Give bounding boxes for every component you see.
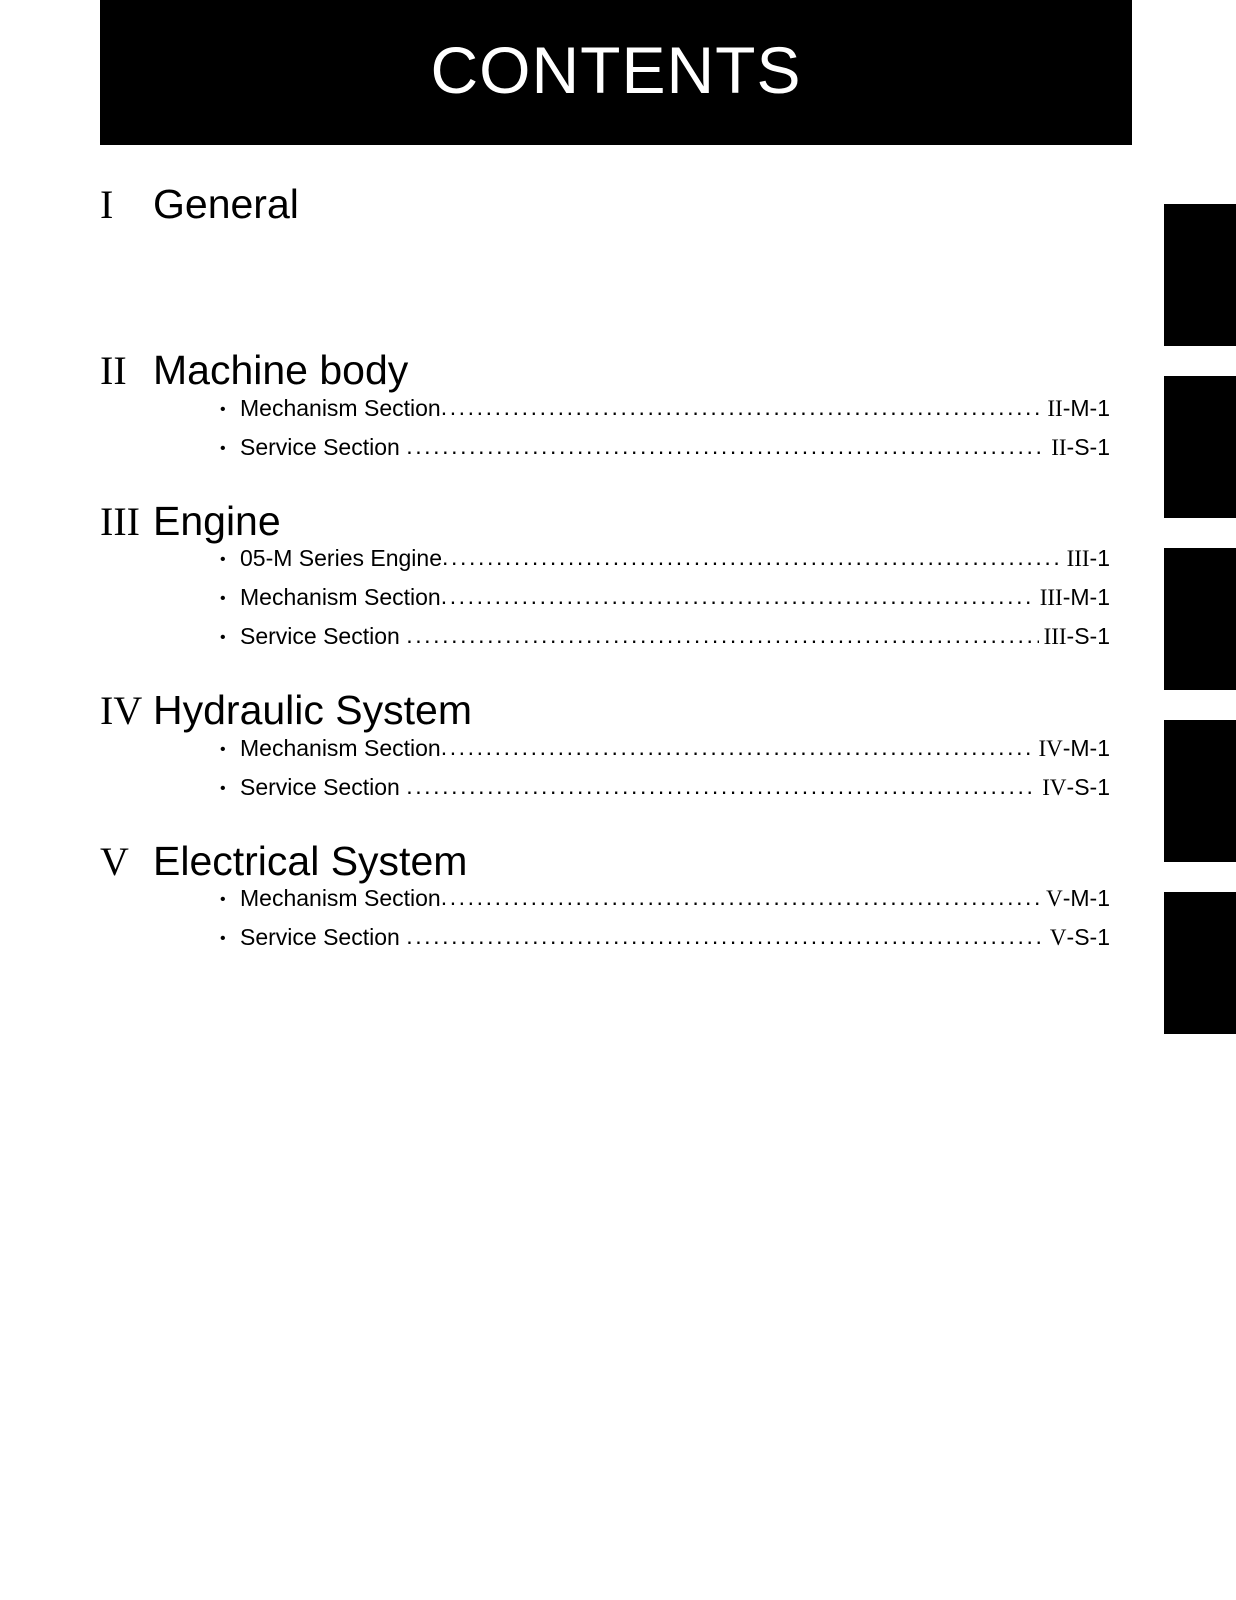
section-title: Electrical System <box>153 837 468 884</box>
section-heading-machine-body[interactable]: II Machine body <box>100 346 1110 394</box>
page-ref-suffix: -S-1 <box>1066 773 1110 800</box>
toc-entry-page-ref: V-S-1 <box>1045 923 1110 950</box>
page-ref-roman: III <box>1043 624 1067 650</box>
bullet-icon: • <box>220 439 226 457</box>
bullet-icon: • <box>220 740 226 758</box>
edge-tab-machine-body[interactable] <box>1164 376 1236 518</box>
page-ref-roman: III <box>1066 546 1090 572</box>
dot-leader: ........................................… <box>440 585 1035 609</box>
toc-entry[interactable]: • Mechanism Section......................… <box>100 394 1110 436</box>
section-title: Machine body <box>153 347 409 394</box>
toc-section-machine-body: II Machine body • Mechanism Section........… <box>100 346 1110 474</box>
toc-entry[interactable]: • 05-M Series Engine.....................… <box>100 545 1110 586</box>
bullet-icon: • <box>220 890 226 908</box>
page-ref-roman: IV <box>1038 735 1063 761</box>
toc-entry-page-ref: IV-M-1 <box>1033 734 1110 761</box>
toc-entry[interactable]: • Service Section .......................… <box>100 433 1110 475</box>
page-ref-roman: III <box>1039 585 1063 611</box>
toc-entry-page-ref: II-S-1 <box>1046 433 1110 460</box>
section-heading-engine[interactable]: III Engine <box>100 497 1110 545</box>
bullet-icon: • <box>220 590 226 608</box>
edge-tab-general[interactable] <box>1164 204 1236 346</box>
toc-entry[interactable]: • Mechanism Section......................… <box>100 734 1110 776</box>
toc-entry[interactable]: • Mechanism Section......................… <box>100 884 1110 926</box>
toc-entry[interactable]: • Service Section .......................… <box>100 773 1110 815</box>
page-ref-roman: II <box>1047 395 1063 421</box>
edge-tab-strip <box>1164 204 1236 1064</box>
section-title: Engine <box>153 497 281 544</box>
page-ref-suffix: -S-1 <box>1066 923 1110 950</box>
section-title: General <box>153 181 299 227</box>
section-heading-general[interactable]: I General <box>100 180 1110 228</box>
section-title: Hydraulic System <box>153 687 472 734</box>
dot-leader: ........................................… <box>406 624 1038 648</box>
page-ref-roman: V <box>1046 885 1063 911</box>
toc-entry-page-ref: IV-S-1 <box>1037 773 1110 800</box>
page-ref-suffix: -M-1 <box>1062 884 1110 911</box>
dot-leader: ........................................… <box>406 924 1045 948</box>
toc-entry[interactable]: • Mechanism Section......................… <box>100 584 1110 625</box>
page-title: CONTENTS <box>430 32 802 107</box>
toc-entry[interactable]: • Service Section .......................… <box>100 623 1110 664</box>
toc-entry-label: Mechanism Section <box>240 884 441 911</box>
toc-entry-label: Service Section <box>240 773 407 800</box>
dot-leader: ........................................… <box>440 885 1041 909</box>
page-ref-suffix: -M-1 <box>1062 394 1110 421</box>
toc-entry-label: Mechanism Section <box>240 584 441 611</box>
edge-tab-engine[interactable] <box>1164 548 1236 690</box>
toc-entry-page-ref: III-S-1 <box>1039 623 1110 650</box>
bullet-icon: • <box>220 551 226 569</box>
dot-leader: ........................................… <box>406 434 1046 458</box>
section-numeral: V <box>100 838 129 884</box>
toc-entry-label: Service Section <box>240 623 407 650</box>
section-numeral: II <box>100 348 127 394</box>
page-ref-suffix: -S-1 <box>1066 433 1110 460</box>
toc-section-engine: III Engine • 05-M Series Engine............… <box>100 497 1110 664</box>
toc-entry-label: Service Section <box>240 923 407 950</box>
toc-entry-label: Service Section <box>240 433 407 460</box>
page-ref-suffix: -S-1 <box>1066 623 1110 650</box>
page-ref-suffix: -M-1 <box>1062 734 1110 761</box>
toc-entry-label: 05-M Series Engine <box>240 545 442 572</box>
section-entry-list: • Mechanism Section......................… <box>100 884 1110 965</box>
page-ref-roman: II <box>1051 434 1067 460</box>
page-ref-suffix: -M-1 <box>1062 584 1110 611</box>
toc-section-electrical: V Electrical System • Mechanism Section....… <box>100 837 1110 965</box>
bullet-icon: • <box>220 629 226 647</box>
bullet-icon: • <box>220 779 226 797</box>
edge-tab-electrical[interactable] <box>1164 892 1236 1034</box>
section-entry-list: • Mechanism Section......................… <box>100 394 1110 475</box>
toc-entry[interactable]: • Service Section .......................… <box>100 923 1110 965</box>
toc-entry-label: Mechanism Section <box>240 394 441 421</box>
toc-entry-page-ref: III-1 <box>1062 545 1110 572</box>
contents-header-banner: CONTENTS <box>100 0 1132 145</box>
section-heading-electrical[interactable]: V Electrical System <box>100 837 1110 885</box>
page-ref-roman: V <box>1049 924 1067 950</box>
section-entry-list: • 05-M Series Engine.....................… <box>100 545 1110 664</box>
edge-tab-hydraulic[interactable] <box>1164 720 1236 862</box>
section-numeral: I <box>100 182 114 227</box>
section-entry-list: • Mechanism Section......................… <box>100 734 1110 815</box>
page-ref-roman: IV <box>1042 774 1067 800</box>
dot-leader: ........................................… <box>406 774 1037 798</box>
toc-section-general: I General <box>100 180 1110 228</box>
section-numeral: IV <box>100 688 143 734</box>
toc-entry-page-ref: II-M-1 <box>1042 394 1110 421</box>
dot-leader: ........................................… <box>440 735 1034 759</box>
toc-entry-page-ref: III-M-1 <box>1035 584 1110 611</box>
bullet-icon: • <box>220 400 226 418</box>
toc-entry-page-ref: V-M-1 <box>1041 884 1110 911</box>
dot-leader: ........................................… <box>440 395 1043 419</box>
bullet-icon: • <box>220 929 226 947</box>
toc-entry-label: Mechanism Section <box>240 734 441 761</box>
section-numeral: III <box>100 498 140 544</box>
page-ref-suffix: -1 <box>1089 545 1110 572</box>
dot-leader: ........................................… <box>442 546 1062 570</box>
